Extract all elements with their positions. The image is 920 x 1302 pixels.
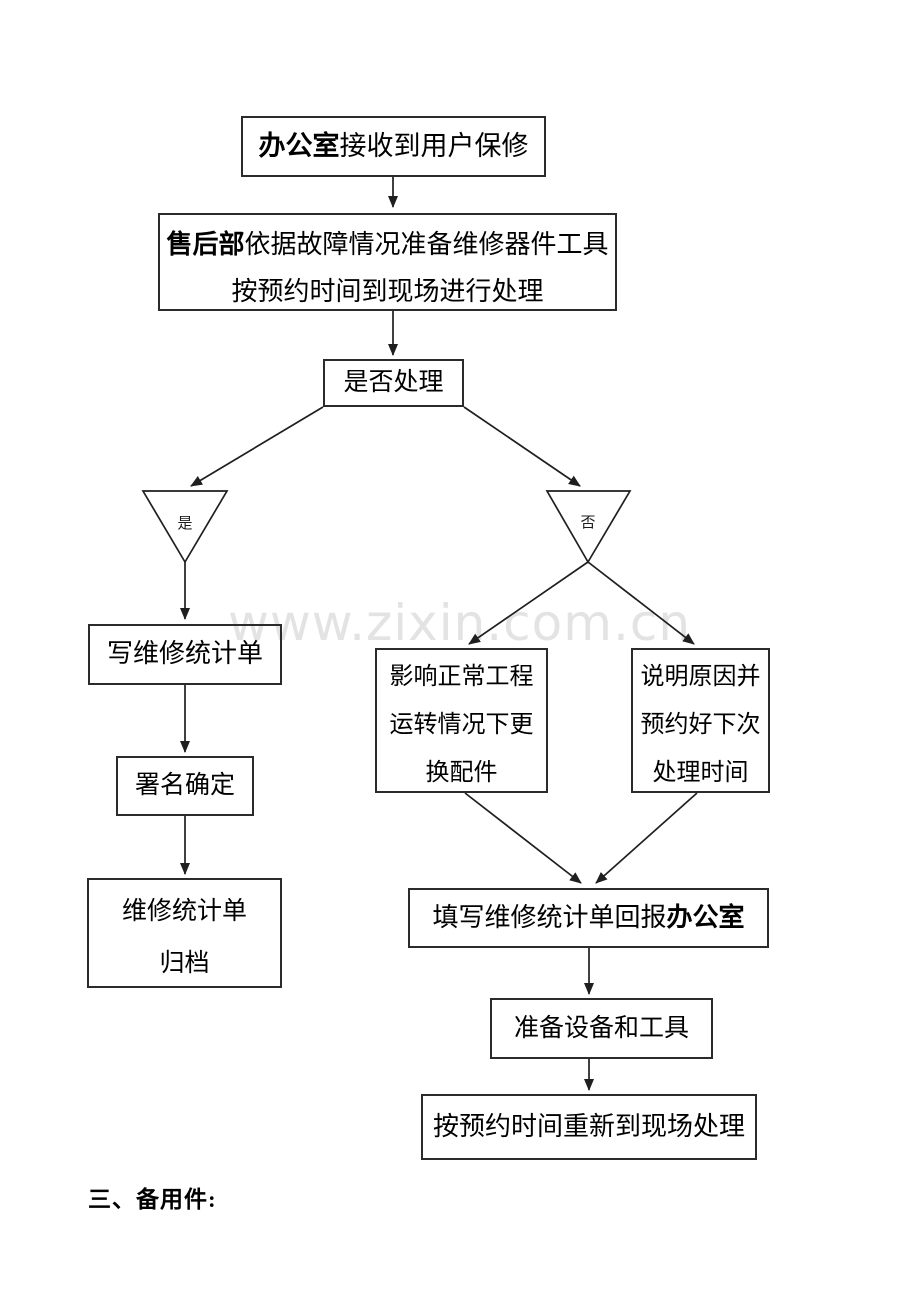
node-aftersales-prepare-and-visit: 售后部依据故障情况准备维修器件工具 按预约时间到现场进行处理 [158,213,617,311]
node-decision-handled: 是否处理 [323,359,464,407]
archive-line2-label: 归档 [159,950,210,977]
watermark-text: www.zixin.com.cn [228,594,692,652]
receive-action-label: 接收到用户保修 [339,130,529,161]
arrow-decision-to-no-triangle [463,406,581,487]
report-dept-label: 办公室 [666,902,745,932]
arrow-explain-to-report [595,792,698,884]
explain-line3: 处理时间 [652,760,749,786]
revisit-label: 按预约时间重新到现场处理 [432,1111,745,1141]
node-revisit-site-on-schedule: 按预约时间重新到现场处理 [421,1094,757,1160]
arrow-decision-to-yes-triangle [190,406,324,487]
report-action-label: 填写维修统计单回报 [432,902,667,932]
prepare-dept-label: 售后部 [166,230,245,259]
archive-line1-label: 维修统计单 [121,898,247,925]
write-sheet-label: 写维修统计单 [106,639,263,669]
replace-parts-line2: 运转情况下更 [389,712,534,738]
sign-confirm-label: 署名确定 [134,772,235,800]
prepare-line2-label: 按预约时间到现场进行处理 [231,277,544,306]
no-branch-label: 否 [580,515,596,531]
yes-branch-label: 是 [177,516,193,532]
replace-parts-line3: 换配件 [425,760,498,786]
node-office-receives-repair-request: 办公室接收到用户保修 [241,116,546,177]
receive-dept-label: 办公室 [258,130,340,161]
explain-line1: 说明原因并 [640,664,761,690]
section-heading-spare-parts: 三、备用件: [88,1187,217,1212]
decision-label: 是否处理 [343,369,444,397]
node-archive-repair-sheet: 维修统计单 归档 [87,878,282,988]
node-replace-parts-if-affecting-operation: 影响正常工程 运转情况下更 换配件 [375,648,548,793]
prepare-action-label: 依据故障情况准备维修器件工具 [244,230,609,259]
node-write-repair-statistics-sheet: 写维修统计单 [88,624,282,685]
replace-parts-line1: 影响正常工程 [389,664,534,690]
arrow-replace-parts-to-report [464,792,582,884]
node-explain-reason-and-reschedule: 说明原因并 预约好下次 处理时间 [631,648,770,793]
explain-line2: 预约好下次 [640,712,761,738]
prepare-tools-label: 准备设备和工具 [513,1014,689,1042]
node-fill-sheet-report-office: 填写维修统计单回报办公室 [408,888,769,948]
node-sign-confirm: 署名确定 [116,756,254,816]
node-prepare-equipment-tools: 准备设备和工具 [490,998,713,1059]
